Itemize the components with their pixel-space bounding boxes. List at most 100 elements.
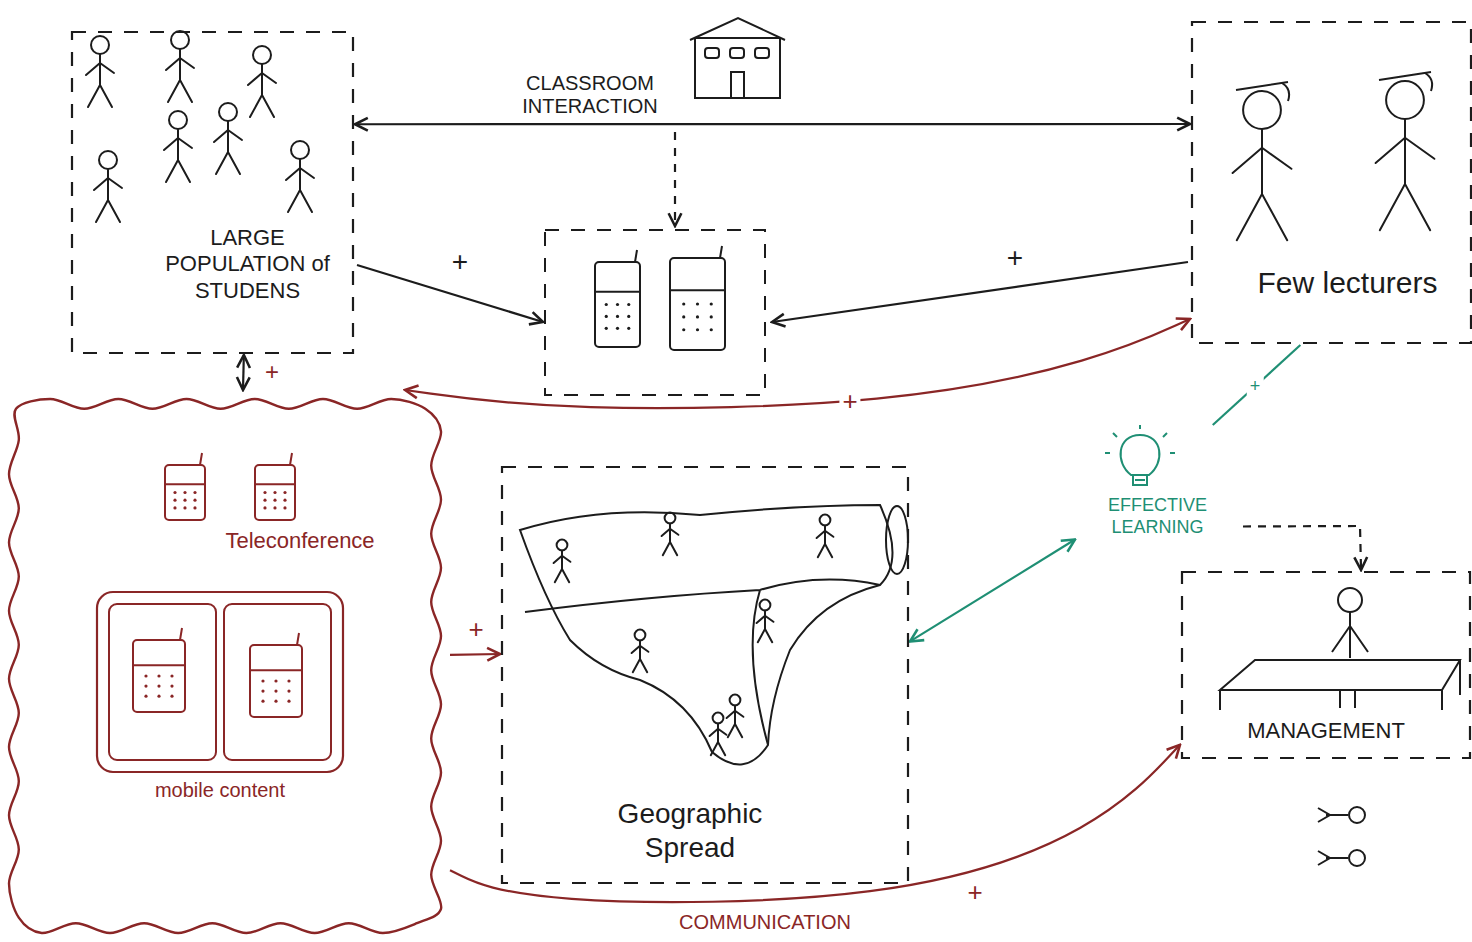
phone-key xyxy=(144,674,147,677)
figure-body xyxy=(166,49,194,102)
figure-head xyxy=(99,151,117,169)
phone-key xyxy=(605,315,608,318)
figure-body xyxy=(214,121,242,174)
phone-key xyxy=(261,700,264,703)
management-symbols xyxy=(1318,807,1365,866)
building-window xyxy=(705,48,719,58)
connector-label: + xyxy=(839,387,860,417)
stick-figure xyxy=(86,36,114,107)
stick-figure xyxy=(164,111,192,182)
connector-arrow xyxy=(1243,526,1361,570)
phone-key xyxy=(157,695,160,698)
phone-key xyxy=(173,491,176,494)
figure-head xyxy=(169,111,187,129)
stick-figure xyxy=(1233,91,1292,240)
phone-body xyxy=(133,640,185,712)
phone-key xyxy=(273,491,276,494)
figure-body xyxy=(164,129,192,182)
figure-head xyxy=(820,515,831,526)
map-island xyxy=(886,506,908,574)
phone-key xyxy=(193,491,196,494)
building-door xyxy=(731,72,744,98)
bulb-base xyxy=(1133,475,1147,485)
connector-arrow xyxy=(1213,345,1301,425)
cloud-node: Teleconference mobile content xyxy=(0,390,450,942)
node-label: Teleconference xyxy=(180,528,420,554)
phone-antenna xyxy=(290,453,292,465)
building-roof xyxy=(690,18,785,40)
student-figures xyxy=(86,31,314,222)
figure-head xyxy=(1386,81,1424,119)
phone-body xyxy=(595,262,640,347)
phone-key xyxy=(605,303,608,306)
figure-head xyxy=(291,141,309,159)
book-outline xyxy=(97,592,343,772)
stick-figure xyxy=(757,600,774,643)
connector-arrow xyxy=(910,540,1075,642)
figure-head xyxy=(713,713,724,724)
flow-symbol-circle xyxy=(1349,850,1365,866)
node-label: MANAGEMENT xyxy=(1210,718,1442,744)
phone-key xyxy=(696,315,699,318)
connector-label: + xyxy=(262,358,282,386)
building-window xyxy=(755,48,769,58)
building-wall xyxy=(695,38,780,98)
plus-sign: + xyxy=(964,878,985,908)
figure-body xyxy=(286,159,314,212)
dashed-border xyxy=(72,32,353,353)
figure-head xyxy=(91,36,109,54)
phone-key xyxy=(696,328,699,331)
connector-arrow xyxy=(405,319,1190,408)
cloud-outline xyxy=(9,399,441,933)
desk-node: MANAGEMENT xyxy=(1180,570,1472,760)
classroom-building xyxy=(690,18,785,98)
phone-key xyxy=(682,328,685,331)
stick-figure xyxy=(554,540,571,583)
phone-key xyxy=(283,491,286,494)
phone-key xyxy=(287,679,290,682)
phone-screen-line xyxy=(670,289,725,291)
phone-antenna xyxy=(297,633,299,645)
phone-key xyxy=(682,302,685,305)
phone-body xyxy=(255,465,295,520)
figure-body xyxy=(554,550,571,582)
phone-antenna xyxy=(635,250,637,262)
phone-key xyxy=(170,674,173,677)
plus-sign: + xyxy=(449,246,471,278)
mobile-phone-icon xyxy=(165,453,205,520)
phone-key xyxy=(157,684,160,687)
node-label: LARGE POPULATION of STUDENS xyxy=(150,225,345,304)
phone-key xyxy=(627,327,630,330)
book-node: mobile content xyxy=(95,590,345,830)
figure-head xyxy=(253,46,271,64)
book-page xyxy=(224,604,331,760)
phone-body xyxy=(670,258,725,350)
dashed-box: Few lecturers xyxy=(1190,20,1472,345)
phone-key xyxy=(710,315,713,318)
phone-key xyxy=(263,491,266,494)
dashed-box: LARGE POPULATION of STUDENS xyxy=(70,30,355,355)
connector-arrow xyxy=(242,355,245,390)
connector-arrow xyxy=(450,745,1180,902)
phone-screen-line xyxy=(165,483,205,485)
connector-label: CLASSROOM INTERACTION xyxy=(487,72,693,118)
bulb-glass xyxy=(1121,435,1160,475)
dashed-leader-arrow xyxy=(674,132,676,226)
figure-body xyxy=(757,610,774,642)
phone-body xyxy=(165,465,205,520)
phone-key xyxy=(273,506,276,509)
phone-screen-line xyxy=(595,291,640,293)
phone-key xyxy=(287,689,290,692)
leader-arrow xyxy=(772,262,1188,322)
phones-box-outline xyxy=(545,230,765,395)
phone-key xyxy=(170,684,173,687)
figure-head xyxy=(730,695,741,706)
mobile-phone-icon xyxy=(255,453,295,520)
book-page xyxy=(109,604,216,760)
phone-key xyxy=(183,499,186,502)
phone-key xyxy=(263,506,266,509)
desk-top xyxy=(1220,660,1460,690)
dashed-border xyxy=(1182,572,1470,758)
figure-body xyxy=(1376,119,1435,230)
phone-key xyxy=(627,315,630,318)
